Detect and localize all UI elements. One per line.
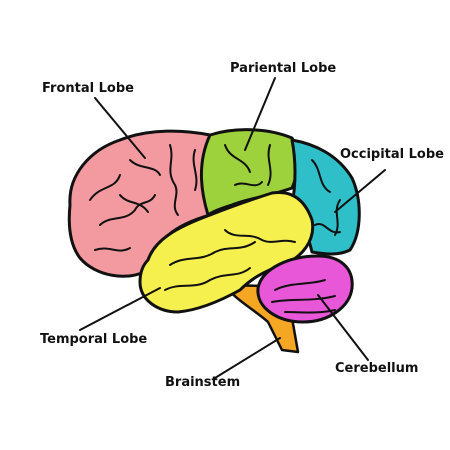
temporal-leader-line xyxy=(79,287,161,331)
occipital-leader-line xyxy=(334,169,386,213)
leader-lines xyxy=(79,77,386,379)
frontal-lobe-label: Frontal Lobe xyxy=(42,81,134,96)
cerebellum-leader-line xyxy=(317,294,369,361)
occipital-lobe-label: Occipital Lobe xyxy=(340,147,444,162)
temporal-lobe-label: Temporal Lobe xyxy=(40,332,147,347)
brainstem-label: Brainstem xyxy=(165,375,240,390)
cerebellum-region xyxy=(256,254,354,324)
cerebellum-label: Cerebellum xyxy=(335,361,418,376)
brainstem-leader-line xyxy=(214,337,281,379)
frontal-leader-line xyxy=(94,97,146,159)
parietal-leader-line xyxy=(244,77,276,151)
parietal-lobe-label: Pariental Lobe xyxy=(230,61,336,76)
brain-folds xyxy=(89,144,341,314)
